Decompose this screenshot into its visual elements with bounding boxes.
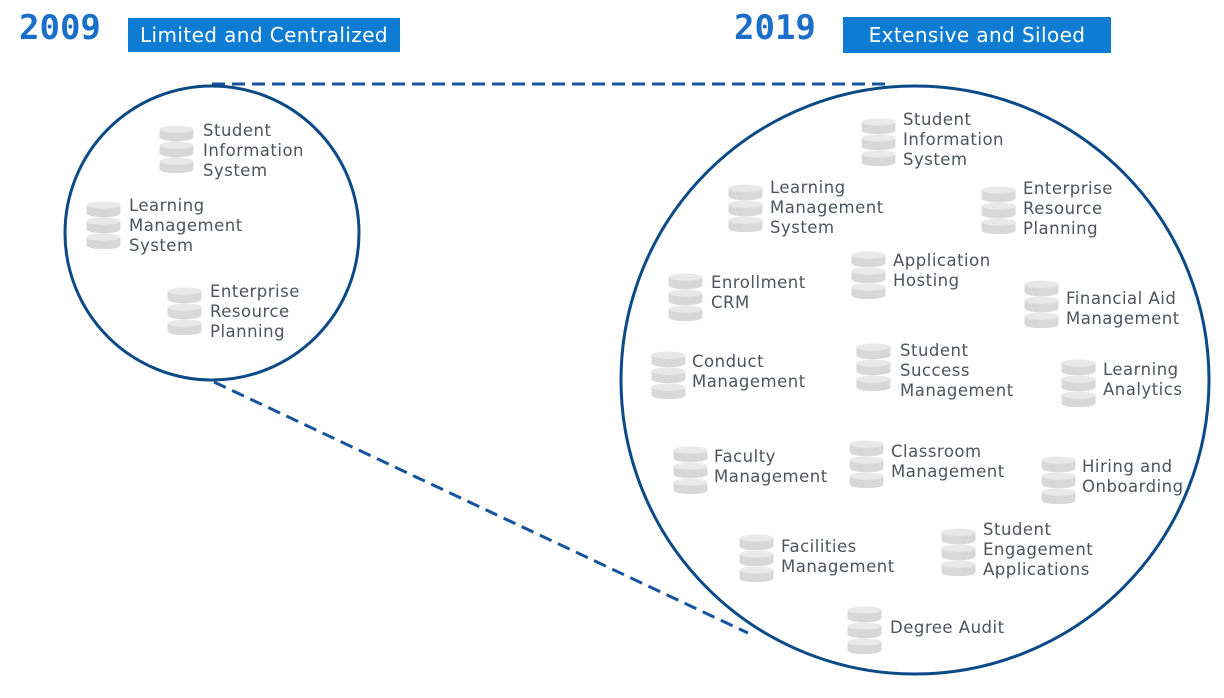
database-icon	[86, 201, 121, 249]
zoom-guide-bottom-dashed-line	[213, 380, 749, 635]
system-label: Faculty Management	[714, 447, 828, 486]
database-icon	[1061, 359, 1096, 407]
database-icon	[849, 440, 884, 488]
large-circle-2019	[619, 84, 1211, 676]
system-label: Hiring and Onboarding	[1082, 457, 1184, 496]
database-icon	[981, 186, 1016, 234]
system-label: Student Success Management	[900, 341, 1014, 400]
badge-limited-and-centralized: Limited and Centralized	[128, 18, 400, 52]
database-icon	[851, 251, 886, 299]
database-icon	[728, 184, 763, 232]
database-icon	[739, 534, 774, 582]
system-label: Student Information System	[203, 121, 305, 180]
system-label: Enterprise Resource Planning	[210, 282, 300, 341]
system-label: Learning Analytics	[1103, 360, 1183, 399]
year-2019-label: 2019	[734, 8, 816, 48]
database-icon	[856, 343, 891, 391]
database-icon	[861, 118, 896, 166]
system-label: Enterprise Resource Planning	[1023, 179, 1113, 238]
database-icon	[941, 528, 976, 576]
database-icon	[673, 446, 708, 494]
database-icon	[1041, 456, 1076, 504]
database-icon	[167, 287, 202, 335]
system-label: Application Hosting	[893, 251, 991, 290]
database-icon	[159, 125, 194, 173]
badge-extensive-and-siloed: Extensive and Siloed	[843, 17, 1111, 53]
system-label: Learning Management System	[770, 178, 884, 237]
system-label: Conduct Management	[692, 352, 806, 391]
system-label: Student Engagement Applications	[983, 520, 1094, 579]
system-label: Enrollment CRM	[711, 273, 806, 312]
system-label: Student Information System	[903, 110, 1005, 169]
database-icon	[668, 273, 703, 321]
small-circle-2009	[63, 84, 361, 382]
system-label: Financial Aid Management	[1066, 289, 1180, 328]
database-icon	[1024, 280, 1059, 328]
system-label: Classroom Management	[891, 442, 1005, 481]
system-label: Learning Management System	[129, 196, 243, 255]
system-label: Facilities Management	[781, 537, 895, 576]
database-icon	[651, 351, 686, 399]
database-icon	[847, 606, 882, 654]
system-label: Degree Audit	[890, 618, 1005, 637]
year-2009-label: 2009	[19, 8, 101, 48]
